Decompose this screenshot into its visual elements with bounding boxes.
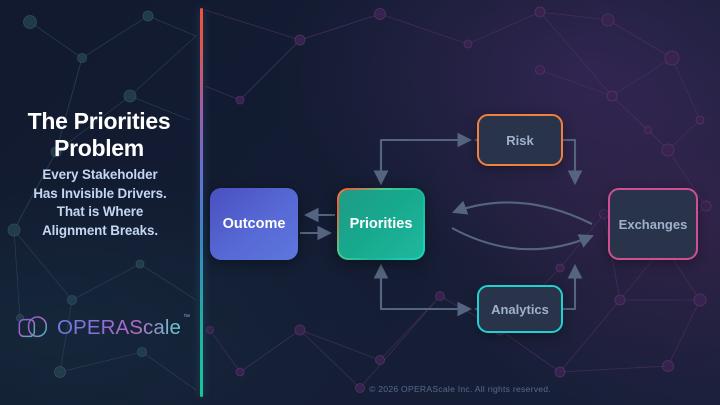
trademark-symbol: ™ (182, 314, 191, 321)
diagram-node-risk[interactable]: Risk (477, 114, 563, 166)
page-title: The Priorities Problem (0, 108, 198, 161)
left-panel: The Priorities Problem Every Stakeholder… (0, 0, 200, 405)
diagram-node-exchanges-label: Exchanges (618, 216, 688, 232)
edge-analytics-exchanges (563, 263, 583, 311)
accent-divider (200, 8, 203, 397)
brand-name-text: OPERAScale (57, 316, 182, 339)
page-title-line-1: The Priorities (27, 108, 171, 134)
page-title-line-2: Problem (54, 134, 144, 161)
diagram-node-risk-label: Risk (506, 132, 534, 148)
page-subtitle: Every Stakeholder Has Invisible Drivers.… (6, 166, 194, 240)
edge-risk-exchanges (563, 138, 583, 186)
page-subtitle-line-4: Alignment Breaks. (42, 222, 158, 238)
edge-curve-exchanges-priorities (452, 200, 593, 225)
edge-priorities-risk (379, 132, 473, 172)
brand-name: OPERAScale ™ (57, 314, 190, 340)
diagram-node-analytics-label: Analytics (491, 301, 549, 317)
diagram-node-exchanges[interactable]: Exchanges (608, 188, 698, 260)
edge-curve-priorities-exchanges (451, 227, 594, 251)
diagram-node-outcome-label: Outcome (222, 216, 286, 232)
diagram-node-priorities[interactable]: Priorities (337, 188, 425, 260)
copyright-footer: © 2026 OPERAScale Inc. All rights reserv… (369, 384, 551, 394)
brand-logo: OPERAScale ™ (18, 314, 190, 342)
page-subtitle-line-1: Every Stakeholder (42, 167, 158, 182)
diagram-node-outcome[interactable]: Outcome (210, 188, 298, 260)
page-subtitle-line-2: Has Invisible Drivers. (33, 185, 167, 201)
diagram-node-priorities-label: Priorities (339, 190, 423, 258)
diagram-node-analytics[interactable]: Analytics (477, 285, 563, 333)
overlapping-circle-square-icon (18, 316, 47, 338)
page-subtitle-line-3: That is Where (56, 204, 144, 219)
edge-priorities-analytics (379, 276, 473, 317)
